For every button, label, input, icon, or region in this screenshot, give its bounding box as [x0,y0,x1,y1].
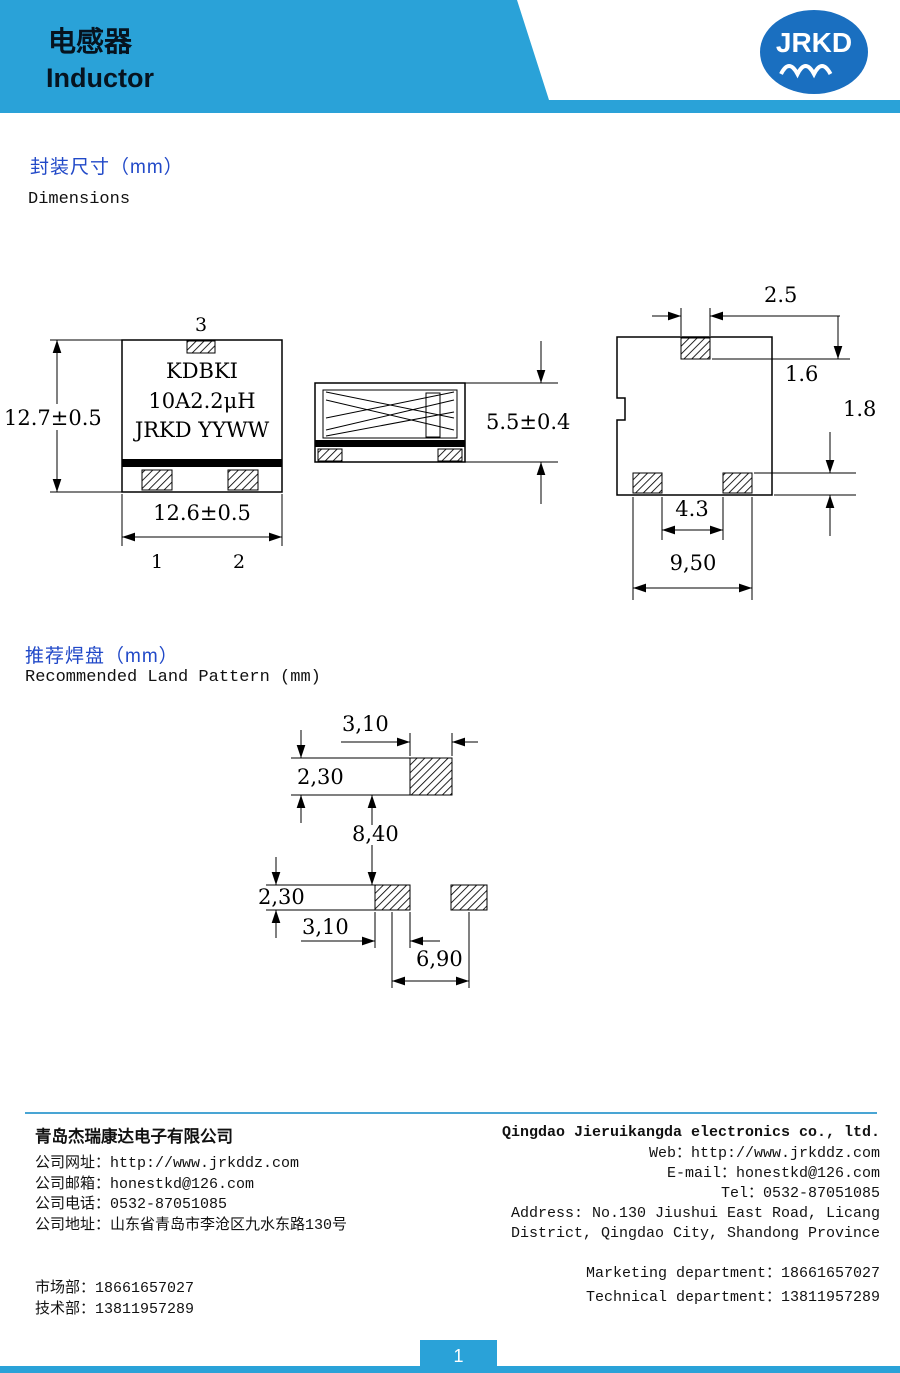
bottom-view-pad-right [722,472,753,494]
bottom-dim-2-5: 2.5 [652,283,840,336]
bottom-top-pad-length-label: 1.6 [785,362,818,386]
company-name-cn: 青岛杰瑞康达电子有限公司 [35,1128,233,1147]
land-bottom-pad-left [374,884,411,911]
side-view: 5.5±0.4 [314,341,570,504]
front-pin2-label: 2 [233,551,245,573]
bottom-view-pad-left [632,472,663,494]
bottom-view-top-pad [680,337,711,360]
side-height-dim-label: 5.5±0.4 [486,410,570,434]
land-section-title-en: Recommended Land Pattern (mm) [25,668,321,687]
side-height-dimension: 5.5±0.4 [465,341,570,504]
marketing-dept-en: Marketing department：18661657027 [585,1265,880,1282]
company-tel-cn: 公司电话：0532-87051085 [35,1196,228,1213]
departments-cn: 市场部：18661657027 技术部：13811957289 [35,1278,465,1320]
page-number-box: 1 [420,1340,497,1373]
marking-line-1: KDBKI [166,359,238,383]
company-name-en: Qingdao Jieruikangda electronics co., lt… [501,1124,880,1141]
bottom-view-body [616,336,773,496]
page-title-cn: 电感器 [48,26,133,57]
company-logo: JRKD [758,8,870,96]
company-email-en: E-mail：honestkd@126.com [666,1165,880,1182]
logo-jrkd-text: JRKD [776,27,852,58]
header-band-shape [0,0,900,113]
bottom-pad-gap-label: 4.3 [675,497,708,521]
land-pattern-drawings: 3,10 2,30 8,40 2,30 [258,712,488,988]
technical-dept-en: Technical department：13811957289 [585,1289,880,1306]
front-view-pad2 [227,469,259,491]
marketing-dept-cn: 市场部：18661657027 [35,1280,195,1297]
land-section-title-cn: 推荐焊盘（mm） [25,646,179,667]
departments-en: Marketing department：18661657027 Technic… [460,1262,880,1310]
bottom-dim-1-6: 1.6 [712,316,850,386]
logo-coil-icon [779,64,833,79]
page-title-en: Inductor [46,63,154,93]
technical-dept-cn: 技术部：13811957289 [35,1301,195,1318]
company-address-en-line2: District, Qingdao City, Shandong Provinc… [510,1225,880,1242]
land-top-width-label: 3,10 [342,712,389,736]
bottom-top-pad-width-label: 2.5 [764,283,797,307]
land-pattern-bottom: 2,30 3,10 6,90 [258,857,488,988]
side-view-pad-right [437,448,463,462]
land-top-pad [409,757,453,796]
land-bottom-pad-right [450,884,488,911]
front-view-base-bar [122,459,282,467]
logo-svg: JRKD [760,10,868,94]
company-email-cn: 公司邮箱：honestkd@126.com [35,1175,255,1193]
company-web-en: Web：http://www.jrkddz.com [648,1145,880,1162]
page-number: 1 [453,1346,464,1366]
side-view-pad-left [317,448,343,462]
land-bottom-width-label: 3,10 [302,915,349,939]
company-web-cn: 公司网址：http://www.jrkddz.com [35,1155,300,1172]
front-view-pin3-pad [186,340,216,354]
front-view: 3 KDBKI 10A2.2μH JRKD YYWW 12.7±0.5 12.6… [1,314,283,573]
front-height-dim-label: 12.7±0.5 [4,406,102,430]
bottom-dim-9-50: 9,50 [632,497,753,600]
land-center-span-label: 6,90 [416,947,463,971]
company-tel-en: Tel：0532-87051085 [720,1185,880,1202]
bottom-dim-4-3: 4.3 [661,497,724,540]
footer-right-column: Qingdao Jieruikangda electronics co., lt… [460,1122,880,1310]
dimension-drawings: 3 KDBKI 10A2.2μH JRKD YYWW 12.7±0.5 12.6… [1,283,876,600]
front-pin3-label: 3 [195,314,207,336]
dimensions-section-title-cn: 封装尺寸（mm） [30,157,184,178]
header-band [0,0,900,113]
front-width-dim-label: 12.6±0.5 [153,501,251,525]
company-address-cn: 公司地址：山东省青岛市李沧区九水东路130号 [35,1216,348,1234]
marking-line-2: 10A2.2μH [148,389,255,413]
bottom-dim-1-8: 1.8 [754,397,876,536]
bottom-view: 2.5 1.6 1.8 4.3 [616,283,876,600]
side-view-base-bar [315,440,465,447]
land-pattern-top: 3,10 2,30 8,40 [291,712,478,885]
front-view-pad1 [141,469,173,491]
side-view-inner [322,389,458,439]
dimensions-section-title-en: Dimensions [28,190,131,209]
front-pin1-label: 1 [151,551,163,573]
front-width-dimension: 12.6±0.5 1 2 [121,494,283,573]
land-row-gap-label: 8,40 [352,822,399,846]
company-address-en-line1: Address: No.130 Jiushui East Road, Lican… [510,1205,880,1222]
bottom-pad-span-label: 9,50 [670,551,717,575]
footer-divider [25,1112,877,1114]
front-height-dimension: 12.7±0.5 [1,339,122,493]
land-bottom-height-label: 2,30 [258,885,305,909]
footer-left-column: 青岛杰瑞康达电子有限公司 公司网址：http://www.jrkddz.com … [35,1126,465,1320]
land-top-height-label: 2,30 [297,765,344,789]
bottom-pad-length-label: 1.8 [843,397,876,421]
logo-ellipse [760,10,868,94]
marking-line-3: JRKD YYWW [133,418,270,442]
